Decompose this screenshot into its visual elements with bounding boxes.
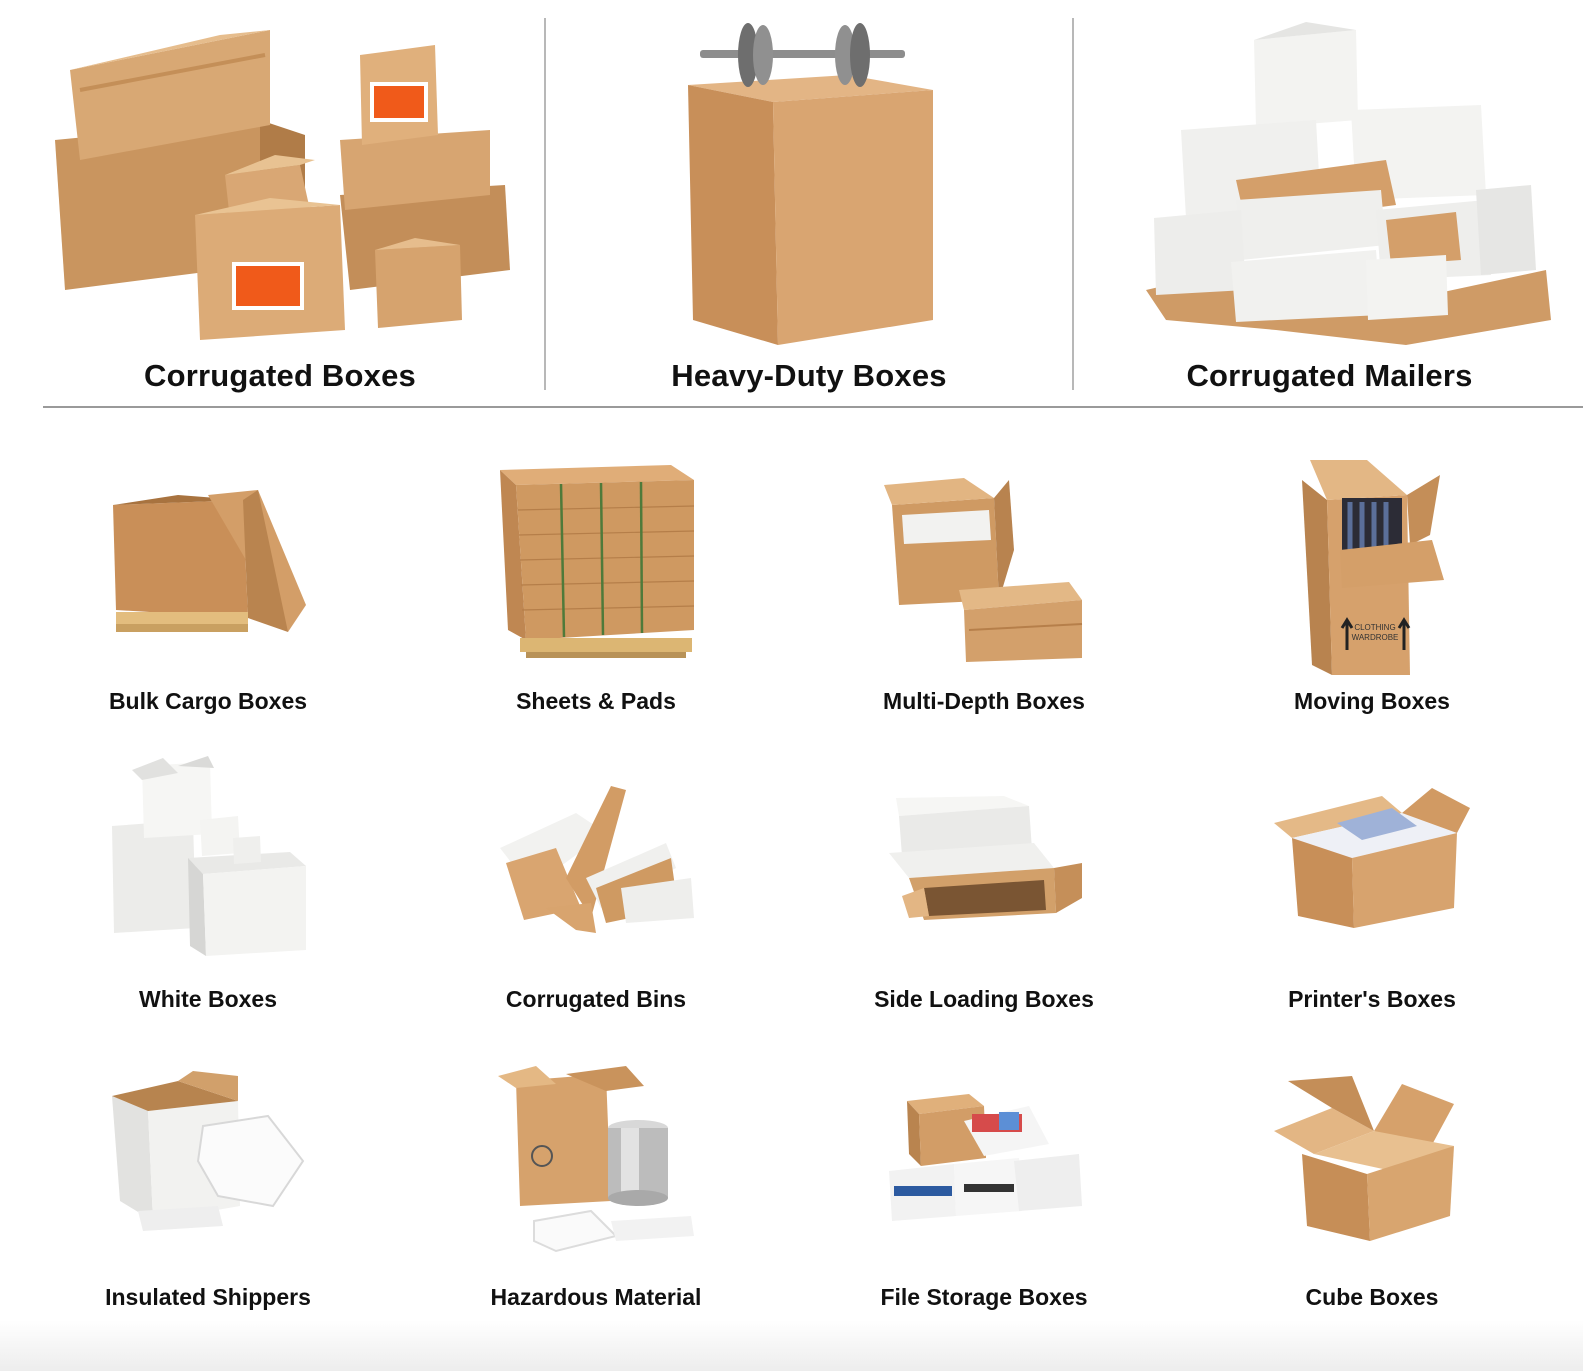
category-label: Insulated Shippers: [105, 1284, 311, 1310]
category-label: File Storage Boxes: [880, 1284, 1088, 1310]
featured-label: Corrugated Mailers: [1186, 358, 1473, 393]
featured-corrugated-mailers[interactable]: Corrugated Mailers: [1076, 0, 1583, 400]
category-label: Printer's Boxes: [1288, 986, 1456, 1012]
featured-label: Heavy-Duty Boxes: [671, 358, 947, 393]
white-mailer-boxes-icon: [1146, 22, 1551, 345]
corrugated-bins-icon: [500, 786, 694, 933]
stacked-sheets-icon: [500, 465, 695, 658]
category-printers-boxes[interactable]: Printer's Boxes: [1192, 738, 1552, 1012]
white-boxes-icon: [112, 756, 306, 956]
wardrobe-box-icon: CLOTHING WARDROBE: [1302, 460, 1444, 675]
category-insulated-shippers[interactable]: Insulated Shippers: [28, 1036, 388, 1310]
svg-text:WARDROBE: WARDROBE: [1352, 633, 1399, 642]
category-sheets-pads[interactable]: Sheets & Pads: [416, 440, 776, 714]
category-label: Moving Boxes: [1294, 688, 1450, 714]
category-corrugated-bins[interactable]: Corrugated Bins: [416, 738, 776, 1012]
featured-heavy-duty-boxes[interactable]: Heavy-Duty Boxes: [548, 0, 1070, 400]
side-loading-box-icon: [889, 796, 1082, 920]
column-divider: [1072, 18, 1074, 390]
insulated-shipper-icon: [112, 1071, 305, 1231]
category-bulk-cargo-boxes[interactable]: Bulk Cargo Boxes: [28, 440, 388, 714]
column-divider: [544, 18, 546, 390]
category-hazardous-material[interactable]: Hazardous Material: [416, 1036, 776, 1310]
printers-box-icon: [1274, 788, 1470, 928]
file-storage-box-icon: [889, 1094, 1082, 1221]
category-moving-boxes[interactable]: CLOTHING WARDROBE Moving Boxes: [1192, 440, 1552, 714]
category-multi-depth-boxes[interactable]: Multi-Depth Boxes: [804, 440, 1164, 714]
category-label: Sheets & Pads: [516, 688, 676, 714]
category-file-storage-boxes[interactable]: File Storage Boxes: [804, 1036, 1164, 1310]
cube-box-icon: [1274, 1076, 1454, 1241]
category-label: Bulk Cargo Boxes: [108, 688, 308, 714]
category-label: Side Loading Boxes: [874, 986, 1094, 1012]
category-label: Corrugated Bins: [505, 986, 687, 1012]
featured-corrugated-boxes[interactable]: Corrugated Boxes: [20, 0, 540, 400]
category-label: Multi-Depth Boxes: [883, 688, 1085, 714]
section-divider: [43, 406, 1583, 408]
featured-categories: Corrugated Boxes Heavy-Duty Boxes: [0, 0, 1583, 410]
stacked-cardboard-boxes-icon: [55, 30, 510, 340]
svg-text:CLOTHING: CLOTHING: [1354, 623, 1395, 632]
box-with-dumbbell-icon: [688, 23, 933, 345]
bulk-cargo-box-icon: [113, 490, 306, 632]
multi-depth-box-icon: [884, 478, 1083, 662]
featured-label: Corrugated Boxes: [144, 358, 416, 393]
category-white-boxes[interactable]: White Boxes: [28, 738, 388, 1012]
hazmat-box-icon: [498, 1066, 694, 1253]
category-label: White Boxes: [138, 986, 278, 1012]
category-cube-boxes[interactable]: Cube Boxes: [1192, 1036, 1552, 1310]
page-bottom-shade: [0, 1320, 1583, 1371]
category-label: Cube Boxes: [1305, 1284, 1439, 1310]
category-side-loading-boxes[interactable]: Side Loading Boxes: [804, 738, 1164, 1012]
category-label: Hazardous Material: [490, 1284, 702, 1310]
